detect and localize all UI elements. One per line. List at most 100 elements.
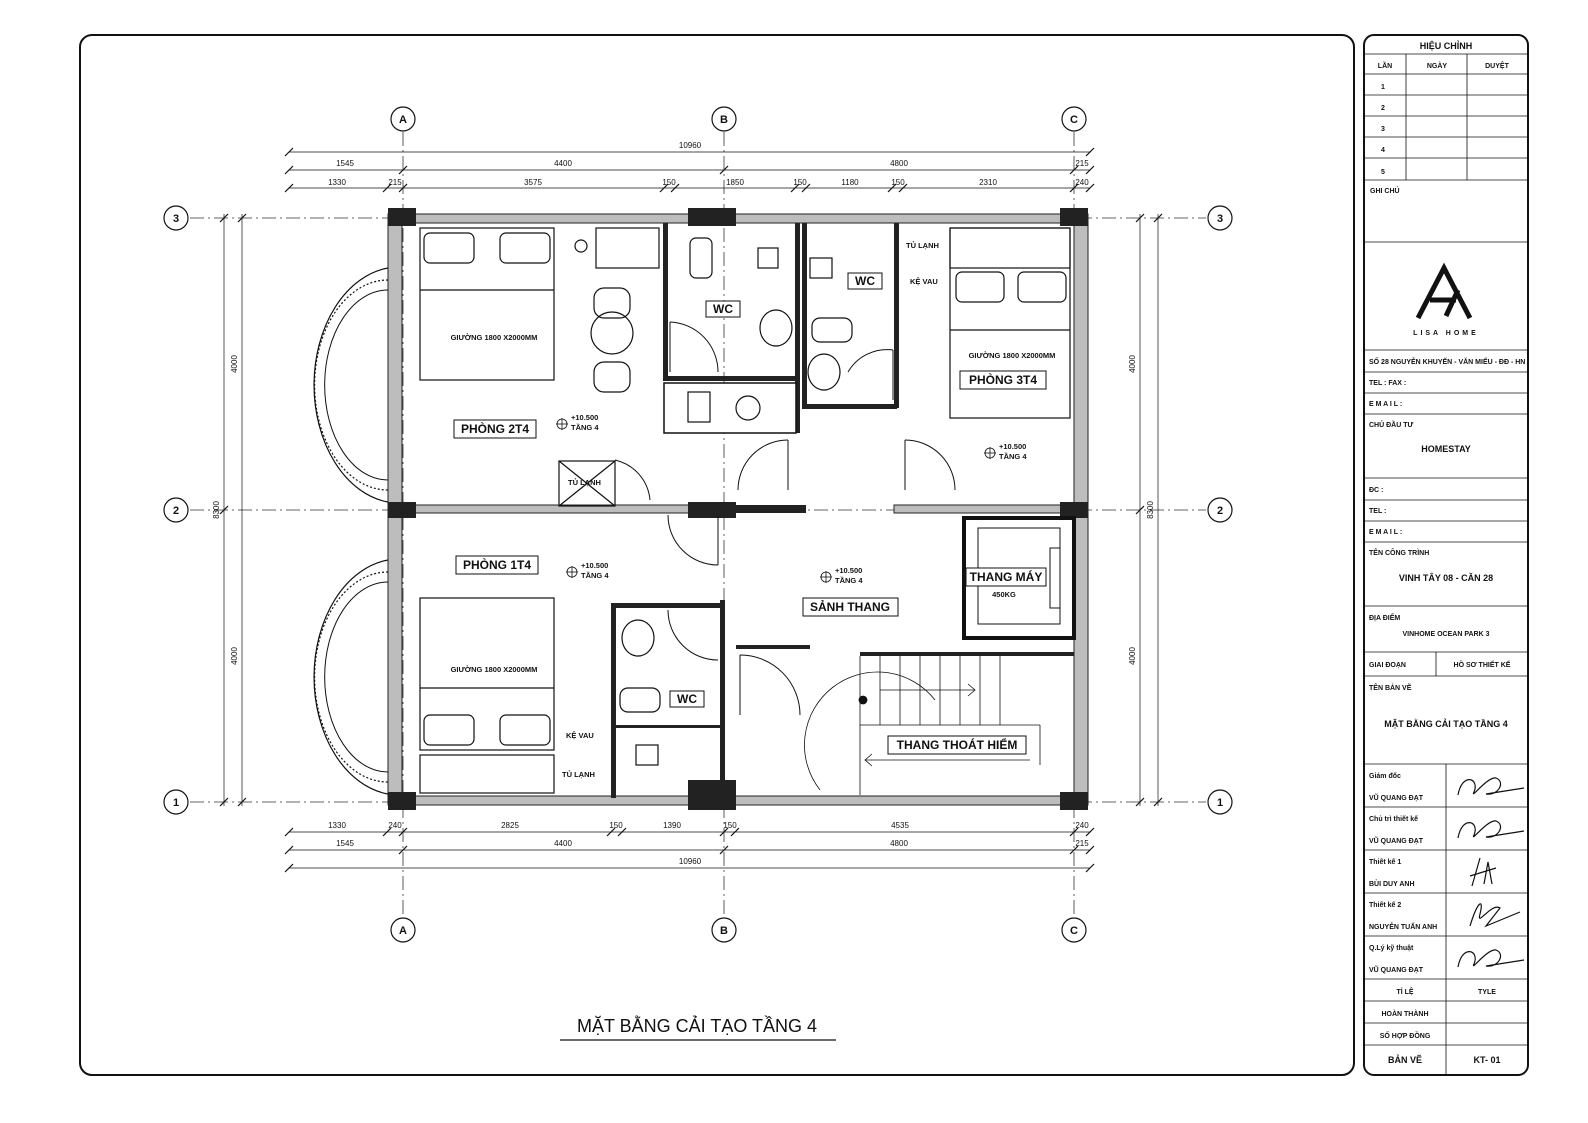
dim-right-total: 8300 [1146, 501, 1155, 519]
phase: HỒ SƠ THIẾT KẾ [1454, 659, 1511, 669]
fridge-label-1t4: TỦ LẠNH [562, 770, 595, 779]
dim-bot-det-6: 150 [723, 821, 737, 830]
grid-col-c-top: C [1070, 114, 1078, 126]
tel-fax: TEL : FAX : [1369, 380, 1406, 387]
room-label-elevator: THANG MÁY [970, 569, 1043, 584]
dim-bot-mid-4: 215 [1075, 839, 1089, 848]
dim-bot-mid-1: 1545 [336, 839, 354, 848]
scale-label: TỈ LỆ [1396, 987, 1413, 996]
dim-bot-det-4: 150 [609, 821, 623, 830]
dim-top-det-8: 150 [891, 178, 905, 187]
dim-top-det-4: 150 [662, 178, 676, 187]
doors [614, 321, 956, 716]
level-floor-2t4: TẦNG 4 [571, 422, 599, 432]
grid-row-1-right: 1 [1217, 797, 1223, 809]
dim-bot-det-5: 1390 [663, 821, 681, 830]
level-floor-1t4: TẦNG 4 [581, 570, 609, 580]
sheet-no: KT- 01 [1473, 1055, 1500, 1065]
dim-right-2: 4000 [1128, 647, 1137, 665]
dim-bot-det-1: 1330 [328, 821, 346, 830]
level-value-1t4: +10.500 [581, 561, 608, 570]
dim-top-det-7: 1180 [841, 178, 859, 187]
location-label: ĐỊA ĐIỂM [1369, 613, 1400, 622]
dim-top-det-3: 3575 [524, 178, 542, 187]
dim-top-det-5: 1850 [726, 178, 744, 187]
elevator-capacity: 450KG [992, 590, 1016, 599]
email2: E M A I L : [1369, 529, 1402, 536]
signature-images [1457, 777, 1525, 968]
dim-left-total: 8300 [212, 501, 221, 519]
room-label-wc-3: WC [677, 692, 697, 706]
dim-right-1: 4000 [1128, 355, 1137, 373]
investor-label: CHỦ ĐẦU TƯ [1369, 419, 1413, 429]
level-value-2t4: +10.500 [571, 413, 598, 422]
grid-row-2-right: 2 [1217, 505, 1223, 517]
dim-bot-det-3: 2825 [501, 821, 519, 830]
person-name-4: NGUYỄN TUẤN ANH [1369, 921, 1437, 931]
dim-bot-det-7: 4535 [891, 821, 909, 830]
sheet-name-label: TÊN BẢN VẼ [1369, 683, 1412, 692]
dim-bot-mid-3: 4800 [890, 839, 908, 848]
grid-row-3-right: 3 [1217, 213, 1223, 225]
furniture [419, 227, 1071, 794]
revision-header: HIỆU CHỈNH [1420, 40, 1473, 51]
investor: HOMESTAY [1421, 444, 1471, 454]
tel2: TEL : [1369, 508, 1386, 515]
rev-row-5: 5 [1381, 169, 1385, 176]
lisa-home-logo [1415, 262, 1473, 320]
dim-top-det-1: 1330 [328, 178, 346, 187]
level-floor-3t4: TẦNG 4 [999, 451, 1027, 461]
dim-bot-total: 10960 [679, 857, 702, 866]
person-name-2: VŨ QUANG ĐẠT [1369, 836, 1424, 845]
grid-row-3-left: 3 [173, 213, 179, 225]
dim-bot-mid-2: 4400 [554, 839, 572, 848]
dim-bot-det-2: 240 [388, 821, 402, 830]
dim-left-1: 4000 [230, 355, 239, 373]
grid-col-a-bottom: A [399, 925, 407, 937]
grid-row-2-left: 2 [173, 505, 179, 517]
logo-text: LISA HOME [1413, 330, 1479, 337]
contract-label: SỐ HỢP ĐỒNG [1380, 1030, 1431, 1040]
drawing-title: MẶT BẰNG CẢI TẠO TẦNG 4 [577, 1015, 817, 1036]
stair [804, 656, 1041, 795]
rev-col-lan: LẦN [1378, 60, 1392, 70]
person-name-3: BÙI DUY ANH [1369, 879, 1415, 888]
dim-left-2: 4000 [230, 647, 239, 665]
grid-col-b-bottom: B [720, 925, 728, 937]
done-label: HOÀN THÀNH [1381, 1009, 1428, 1018]
shelf-label-1t4: KỆ VAU [566, 731, 594, 740]
rev-col-ngay: NGÀY [1427, 61, 1448, 70]
drawing-frame [79, 34, 1355, 1076]
address: SỐ 28 NGUYỄN KHUYẾN - VĂN MIẾU - ĐĐ - HN [1369, 356, 1525, 366]
sheet-name: MẶT BẰNG CẢI TẠO TẦNG 4 [1384, 718, 1508, 729]
grid-col-a-top: A [399, 114, 407, 126]
person-role-2: Chủ trì thiết kế [1369, 815, 1418, 823]
dim-top-det-10: 240 [1075, 178, 1089, 187]
person-name-1: VŨ QUANG ĐẠT [1369, 793, 1424, 802]
dim-top-det-9: 2310 [979, 178, 997, 187]
title-block: HIỆU CHỈNH LẦN NGÀY DUYỆT 1 2 3 4 5 GHI … [1363, 34, 1529, 1076]
person-name-5: VŨ QUANG ĐẠT [1369, 965, 1424, 974]
dim-top-total: 10960 [679, 141, 702, 150]
project: VINH TÂY 08 - CĂN 28 [1399, 572, 1493, 583]
dimension-ticks [219, 147, 1163, 873]
bed-label-1t4: GIƯỜNG 1800 X2000MM [451, 665, 538, 674]
room-label-wc-2: WC [855, 274, 875, 288]
grid-row-1-left: 1 [173, 797, 179, 809]
person-role-3: Thiết kế 1 [1369, 858, 1401, 866]
person-role-5: Q.Lý kỹ thuật [1369, 945, 1414, 952]
room-label-1t4: PHÒNG 1T4 [463, 557, 531, 572]
email: E M A I L : [1369, 401, 1402, 408]
room-label-lobby: SẢNH THANG [810, 599, 890, 614]
dimension-lines [223, 151, 1159, 869]
dim-top-mid-4: 215 [1075, 159, 1089, 168]
note-label: GHI CHÚ [1370, 186, 1400, 195]
level-value-3t4: +10.500 [999, 442, 1026, 451]
scale: TYLE [1478, 989, 1496, 996]
bay-windows [313, 267, 389, 795]
room-label-stair: THANG THOÁT HIỂM [897, 737, 1018, 752]
dim-top-mid-3: 4800 [890, 159, 908, 168]
level-value-lobby: +10.500 [835, 566, 862, 575]
bed-label-2t4: GIƯỜNG 1800 X2000MM [451, 333, 538, 342]
